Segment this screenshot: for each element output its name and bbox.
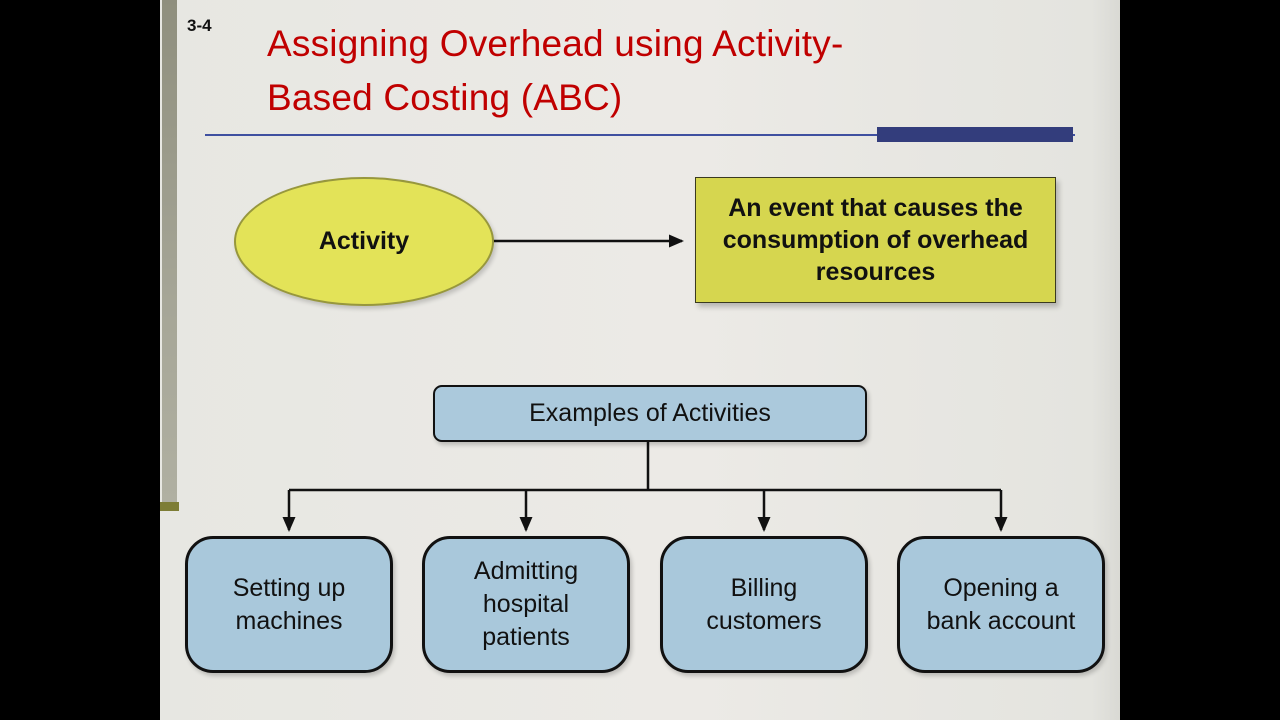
slide-side-stripe: [162, 0, 177, 506]
example-label: Setting up machines: [232, 573, 346, 635]
slide-title-line1: Assigning Overhead using Activity-: [267, 23, 844, 64]
slide-title: Assigning Overhead using Activity- Based…: [267, 17, 1047, 125]
example-box-opening-a-bank-account: Opening a bank account: [897, 536, 1105, 673]
slide-title-line2: Based Costing (ABC): [267, 77, 623, 118]
definition-text: An event that causes the consumption of …: [722, 194, 1029, 286]
slide-page-number: 3-4: [187, 16, 212, 35]
slide-canvas: 3-4 Assigning Overhead using Activity- B…: [160, 0, 1120, 720]
examples-header-box: Examples of Activities: [433, 385, 867, 442]
example-label: Admitting hospital patients: [473, 557, 579, 651]
example-box-setting-up-machines: Setting up machines: [185, 536, 393, 673]
activity-ellipse: Activity: [234, 177, 494, 306]
tree-connector-line: [289, 438, 1001, 492]
title-divider-line: [205, 134, 1075, 136]
examples-header-label: Examples of Activities: [529, 399, 771, 427]
example-box-admitting-hospital-patients: Admitting hospital patients: [422, 536, 630, 673]
definition-box: An event that causes the consumption of …: [695, 177, 1056, 303]
activity-label: Activity: [318, 227, 410, 255]
slide-side-stripe-tick: [160, 502, 179, 511]
example-label: Billing customers: [706, 573, 822, 635]
example-label: Opening a bank account: [926, 573, 1076, 635]
example-box-billing-customers: Billing customers: [660, 536, 868, 673]
title-accent-bar: [877, 127, 1073, 142]
